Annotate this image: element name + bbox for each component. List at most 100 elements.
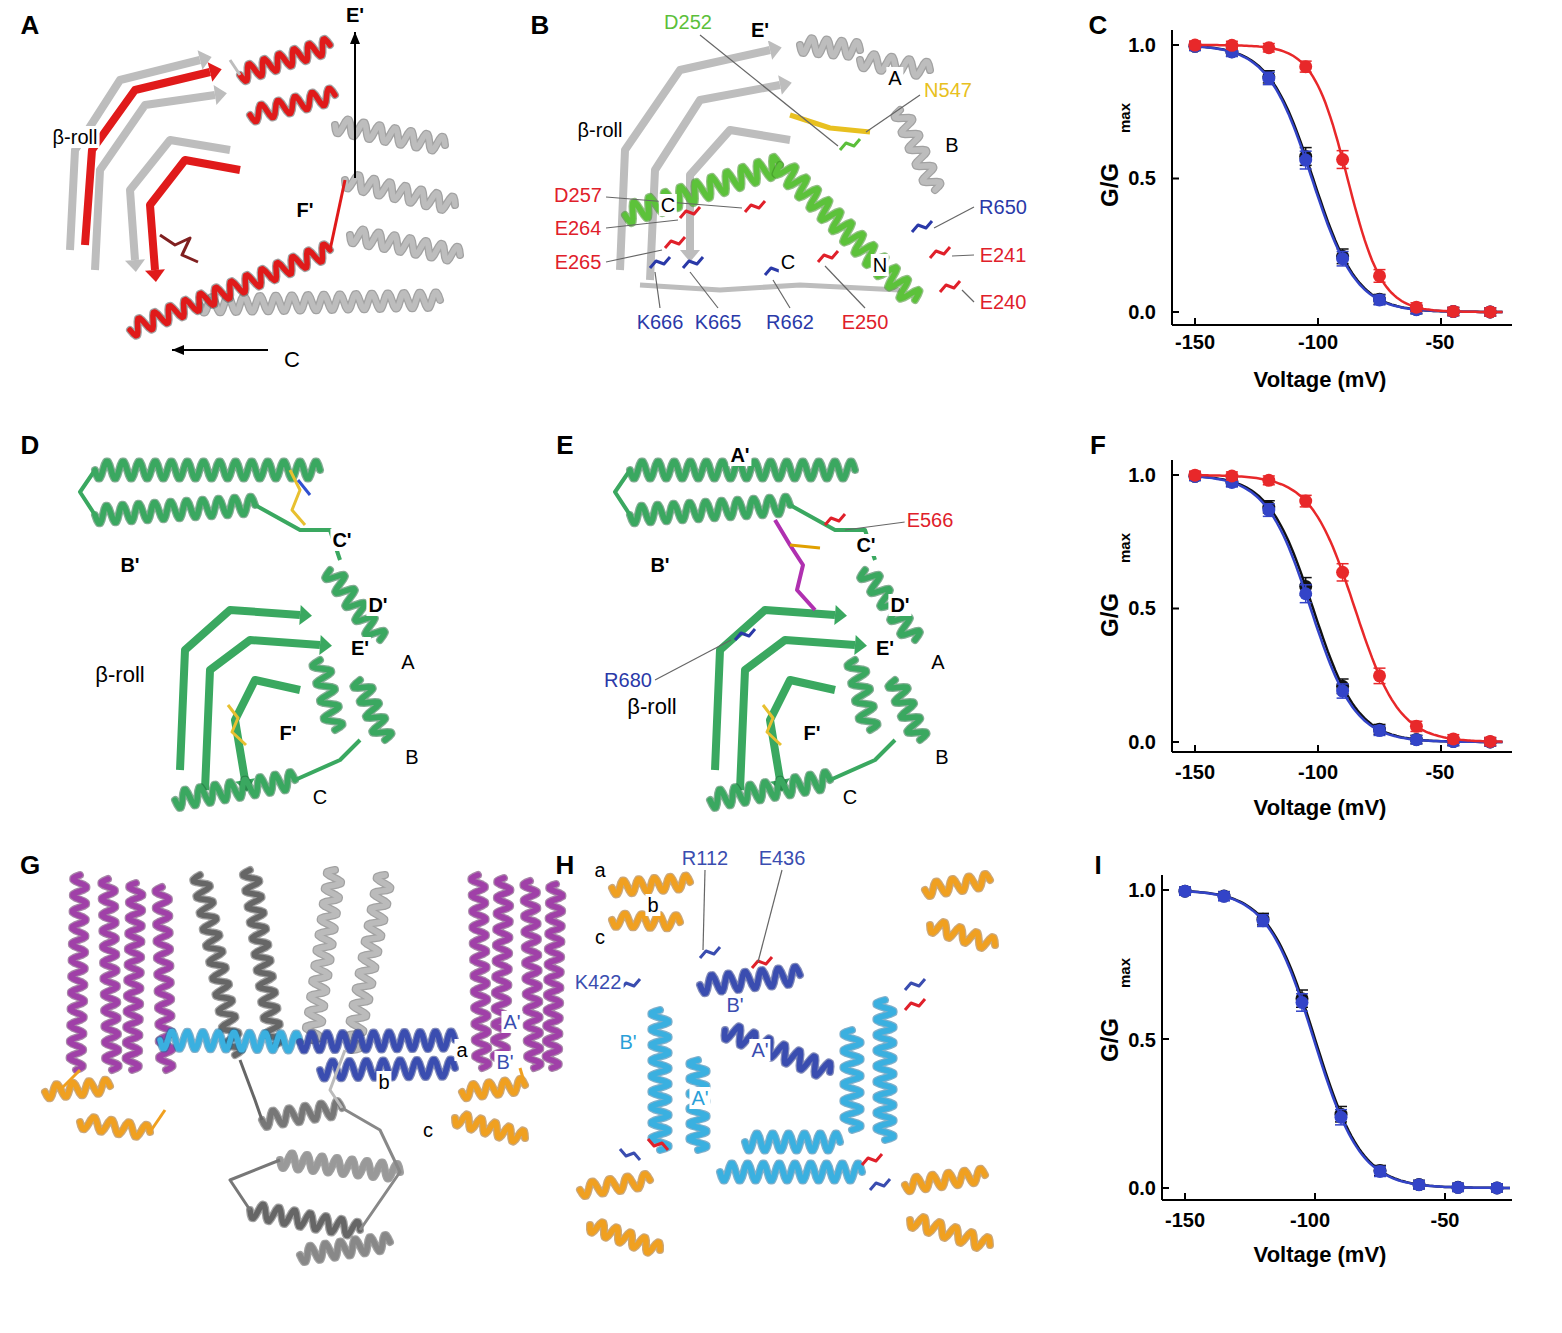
helix-ribbon (200, 293, 440, 313)
error-bar (1337, 150, 1349, 152)
axis-title: G/G (1097, 591, 1123, 639)
leader-line (655, 272, 660, 308)
helix-ribbon (243, 870, 282, 1045)
helix-ribbon (455, 1114, 525, 1141)
figure-label: c (593, 926, 607, 948)
loop-coil (680, 207, 700, 218)
tick (1162, 1187, 1169, 1189)
figure-label: I (1092, 851, 1103, 880)
figure-label: D257 (552, 184, 604, 206)
loop-coil (520, 1068, 525, 1085)
loop-coil (665, 237, 685, 248)
figure-label: G (18, 851, 42, 880)
data-point (1491, 1181, 1504, 1194)
data-point (1447, 732, 1460, 745)
figure-label: F' (802, 722, 823, 744)
figure-label: 0.0 (1126, 1177, 1158, 1199)
helix-ribbon (651, 1010, 668, 1150)
figure-label: E (554, 431, 575, 460)
data-point (1484, 305, 1497, 318)
data-point (1410, 301, 1423, 314)
helix-ribbon (894, 110, 940, 190)
data-point (1447, 305, 1460, 318)
fit-curve (1190, 46, 1502, 312)
helix-ribbon (126, 883, 143, 1070)
helix-ribbon (710, 772, 830, 808)
error-bar (1337, 168, 1349, 170)
helix-ribbon (471, 875, 488, 1068)
data-point (1374, 1164, 1387, 1177)
figure-label: -100 (1288, 1209, 1332, 1231)
data-point (1484, 735, 1497, 748)
loop-coil (648, 1139, 668, 1150)
helix-ribbon (930, 922, 995, 948)
figure-label: c (421, 1119, 435, 1141)
helix-ribbon (745, 1133, 840, 1150)
helix-ribbon (175, 772, 295, 808)
loop-coil (230, 60, 240, 75)
fit-curve (1190, 475, 1502, 742)
figure-label: -150 (1163, 1209, 1207, 1231)
data-point (1335, 1111, 1348, 1124)
tick (1162, 889, 1169, 891)
figure-label: -100 (1296, 331, 1340, 353)
figure-label: R650 (977, 196, 1029, 218)
helix-ribbon (894, 110, 940, 190)
figure-label: F' (278, 722, 299, 744)
data-point (1491, 1181, 1504, 1194)
fit-curve (1190, 46, 1502, 312)
helix-ribbon (843, 1030, 860, 1130)
figure-label: K665 (693, 311, 744, 333)
figure-label: N (871, 254, 889, 276)
figure-label: C (779, 251, 797, 273)
figure-label: D' (366, 594, 389, 616)
figure-label: C (282, 348, 302, 372)
axis-title: max (1117, 101, 1134, 135)
data-point (1336, 252, 1349, 265)
data-point (1189, 39, 1202, 52)
helix-ribbon (95, 497, 255, 524)
helix-ribbon (580, 1174, 650, 1196)
figure-label: E264 (553, 217, 604, 239)
helix-ribbon (280, 1154, 400, 1179)
data-point (1218, 890, 1231, 903)
figure-label: Voltage (mV) (1252, 368, 1389, 392)
error-bar (1337, 678, 1349, 680)
data-point (1336, 153, 1349, 166)
helix-ribbon (193, 875, 242, 1055)
helix-ribbon (45, 1080, 110, 1099)
data-point (1336, 685, 1349, 698)
tick (1172, 608, 1179, 610)
helix-ribbon (580, 1174, 650, 1196)
data-point (1299, 154, 1312, 167)
beta-strand (770, 680, 835, 780)
loop-coil (912, 221, 932, 232)
helix-ribbon (335, 120, 445, 151)
figure-label: 0.5 (1126, 597, 1158, 619)
arrowhead (350, 32, 360, 44)
loop-coil (775, 520, 815, 610)
figure-label: B' (648, 554, 671, 576)
figure-label: E' (344, 4, 366, 26)
figure-label: C (841, 786, 859, 808)
leader-line (690, 272, 718, 308)
figure-label: E240 (978, 291, 1029, 313)
data-point (1257, 914, 1270, 927)
data-point (1452, 1181, 1465, 1194)
data-point (1373, 293, 1386, 306)
figure-label: B' (118, 554, 141, 576)
data-point (1452, 1181, 1465, 1194)
helix-ribbon (800, 38, 860, 56)
strand-arrowhead (145, 269, 165, 282)
helix-ribbon (250, 1205, 360, 1236)
figure-label: C (659, 194, 677, 216)
leader-line (655, 640, 731, 680)
helix-ribbon (612, 876, 690, 895)
data-point (1373, 724, 1386, 737)
helix-ribbon (847, 660, 877, 730)
figure-label: E' (874, 637, 896, 659)
loop-coil (830, 740, 895, 780)
leader-line (703, 870, 705, 950)
